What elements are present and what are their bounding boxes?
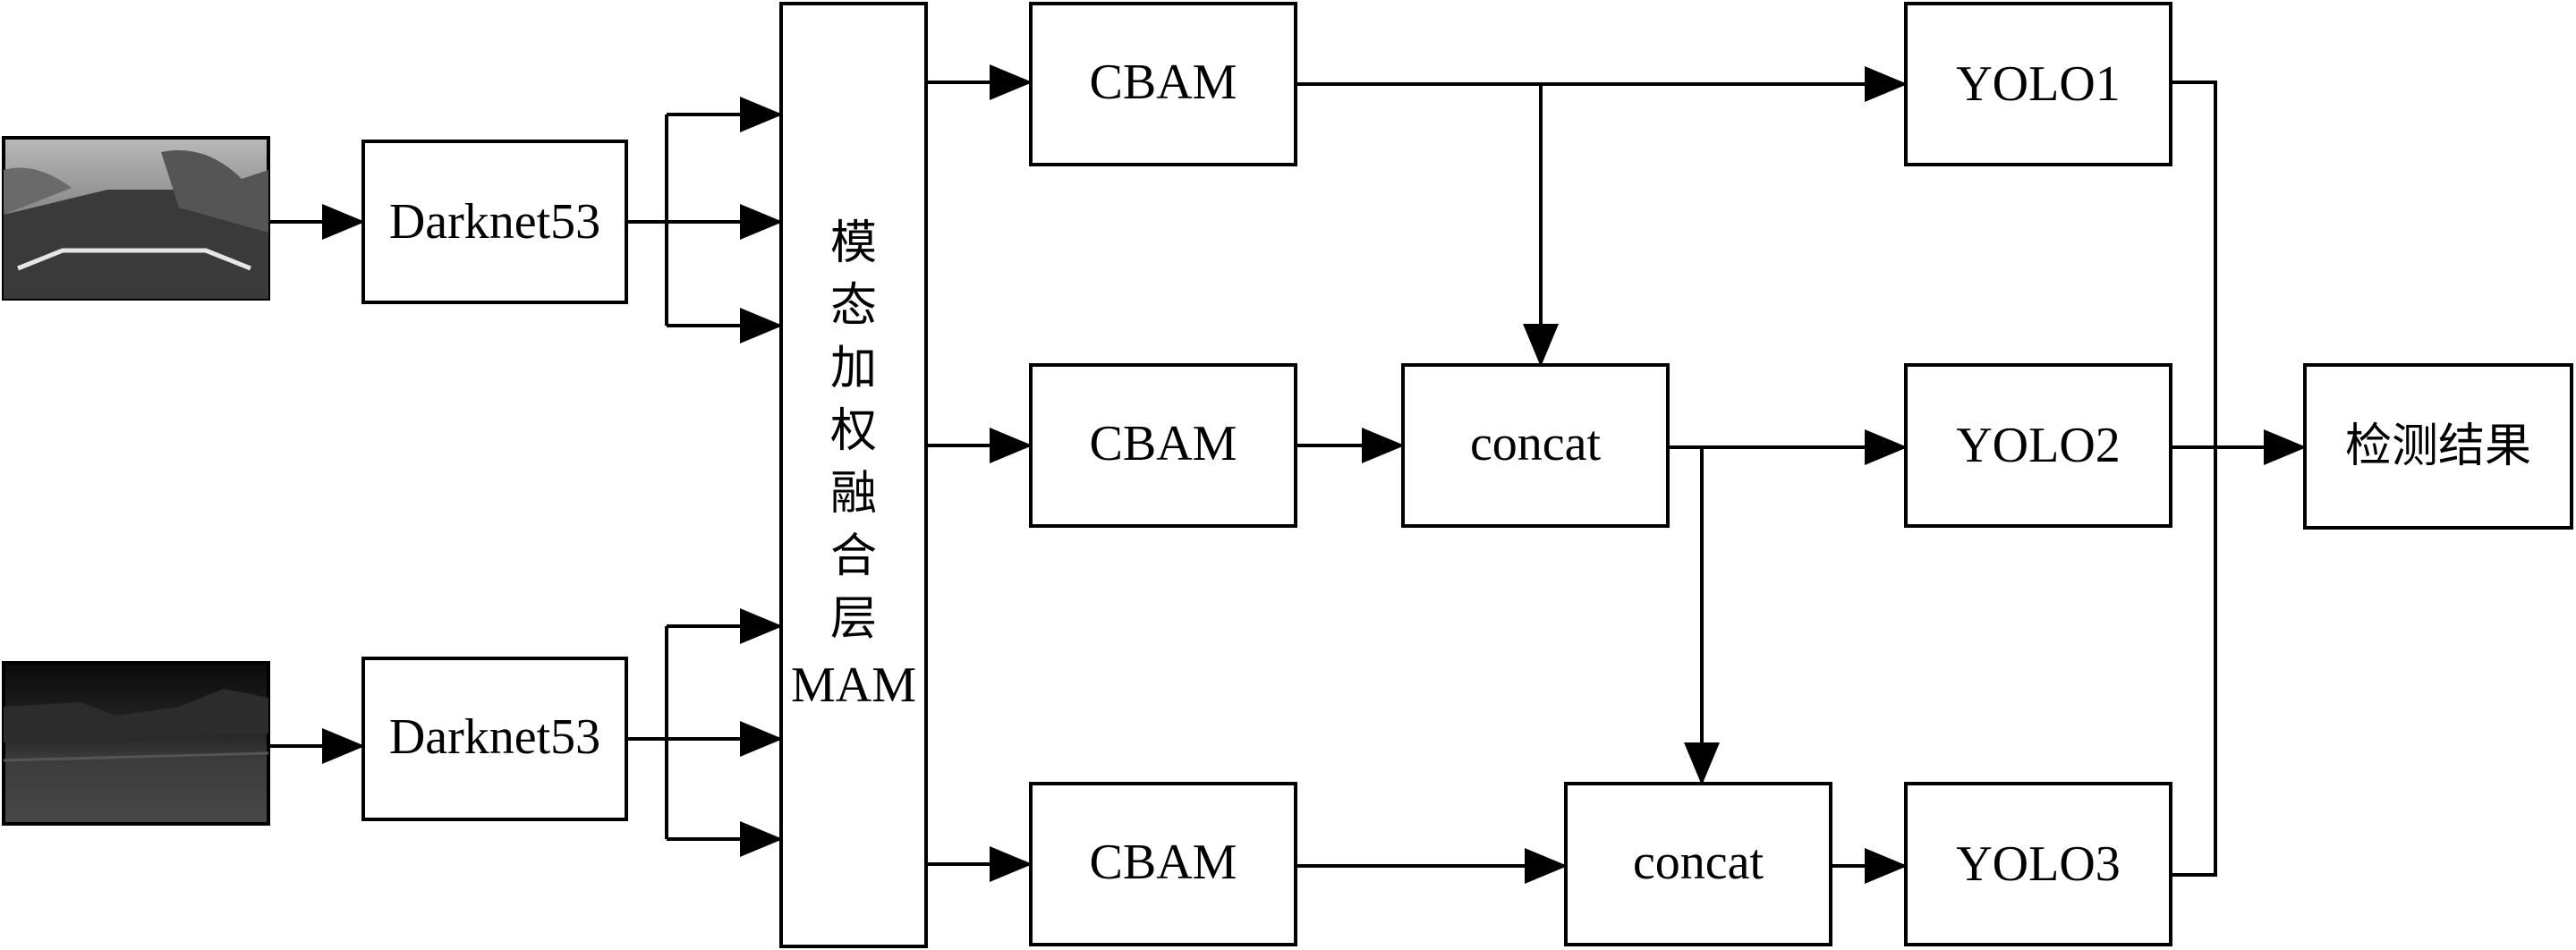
result-node: 检测结果 <box>2303 363 2573 530</box>
visible-road-image <box>2 136 270 301</box>
yolo-3-label: YOLO3 <box>1956 836 2121 892</box>
edge-darknet-bottom-to-mam <box>626 608 783 857</box>
yolo-1-label: YOLO1 <box>1956 56 2121 112</box>
mam-char-7: 层 <box>830 592 877 646</box>
cbam-2-node: CBAM <box>1029 363 1297 528</box>
concat-1-node: concat <box>1401 363 1670 528</box>
yolo-2-label: YOLO2 <box>1956 418 2121 473</box>
yolo-2-node: YOLO2 <box>1904 363 2172 528</box>
infrared-road-image <box>2 661 270 826</box>
darknet-bottom-node: Darknet53 <box>361 657 628 821</box>
edge-yolo-to-result <box>2171 81 2307 877</box>
darknet-top-label: Darknet53 <box>389 194 600 250</box>
mam-char-1: 模 <box>830 216 877 270</box>
edges <box>268 64 2307 884</box>
concat-1-label: concat <box>1470 416 1602 471</box>
mam-char-3: 加 <box>830 342 877 395</box>
concat-2-label: concat <box>1633 835 1764 890</box>
mam-abbr-label: MAM <box>791 657 916 713</box>
darknet-top-node: Darknet53 <box>361 140 628 304</box>
mam-char-2: 态 <box>830 279 877 333</box>
mam-char-5: 融 <box>830 467 877 521</box>
cbam-1-label: CBAM <box>1090 55 1237 110</box>
mam-char-4: 权 <box>830 404 877 458</box>
mam-fusion-layer: 模 态 加 权 融 合 层 MAM <box>779 2 928 948</box>
yolo-1-node: YOLO1 <box>1904 2 2172 166</box>
yolo-3-node: YOLO3 <box>1904 782 2172 946</box>
result-label: 检测结果 <box>2345 420 2531 473</box>
cbam-3-label: CBAM <box>1090 835 1237 890</box>
mam-char-6: 合 <box>830 530 877 583</box>
cbam-1-node: CBAM <box>1029 2 1297 166</box>
concat-2-node: concat <box>1564 782 1832 946</box>
cbam-3-node: CBAM <box>1029 782 1297 946</box>
edge-darknet-top-to-mam <box>626 97 783 344</box>
darknet-bottom-label: Darknet53 <box>389 709 600 765</box>
cbam-2-label: CBAM <box>1090 416 1237 471</box>
